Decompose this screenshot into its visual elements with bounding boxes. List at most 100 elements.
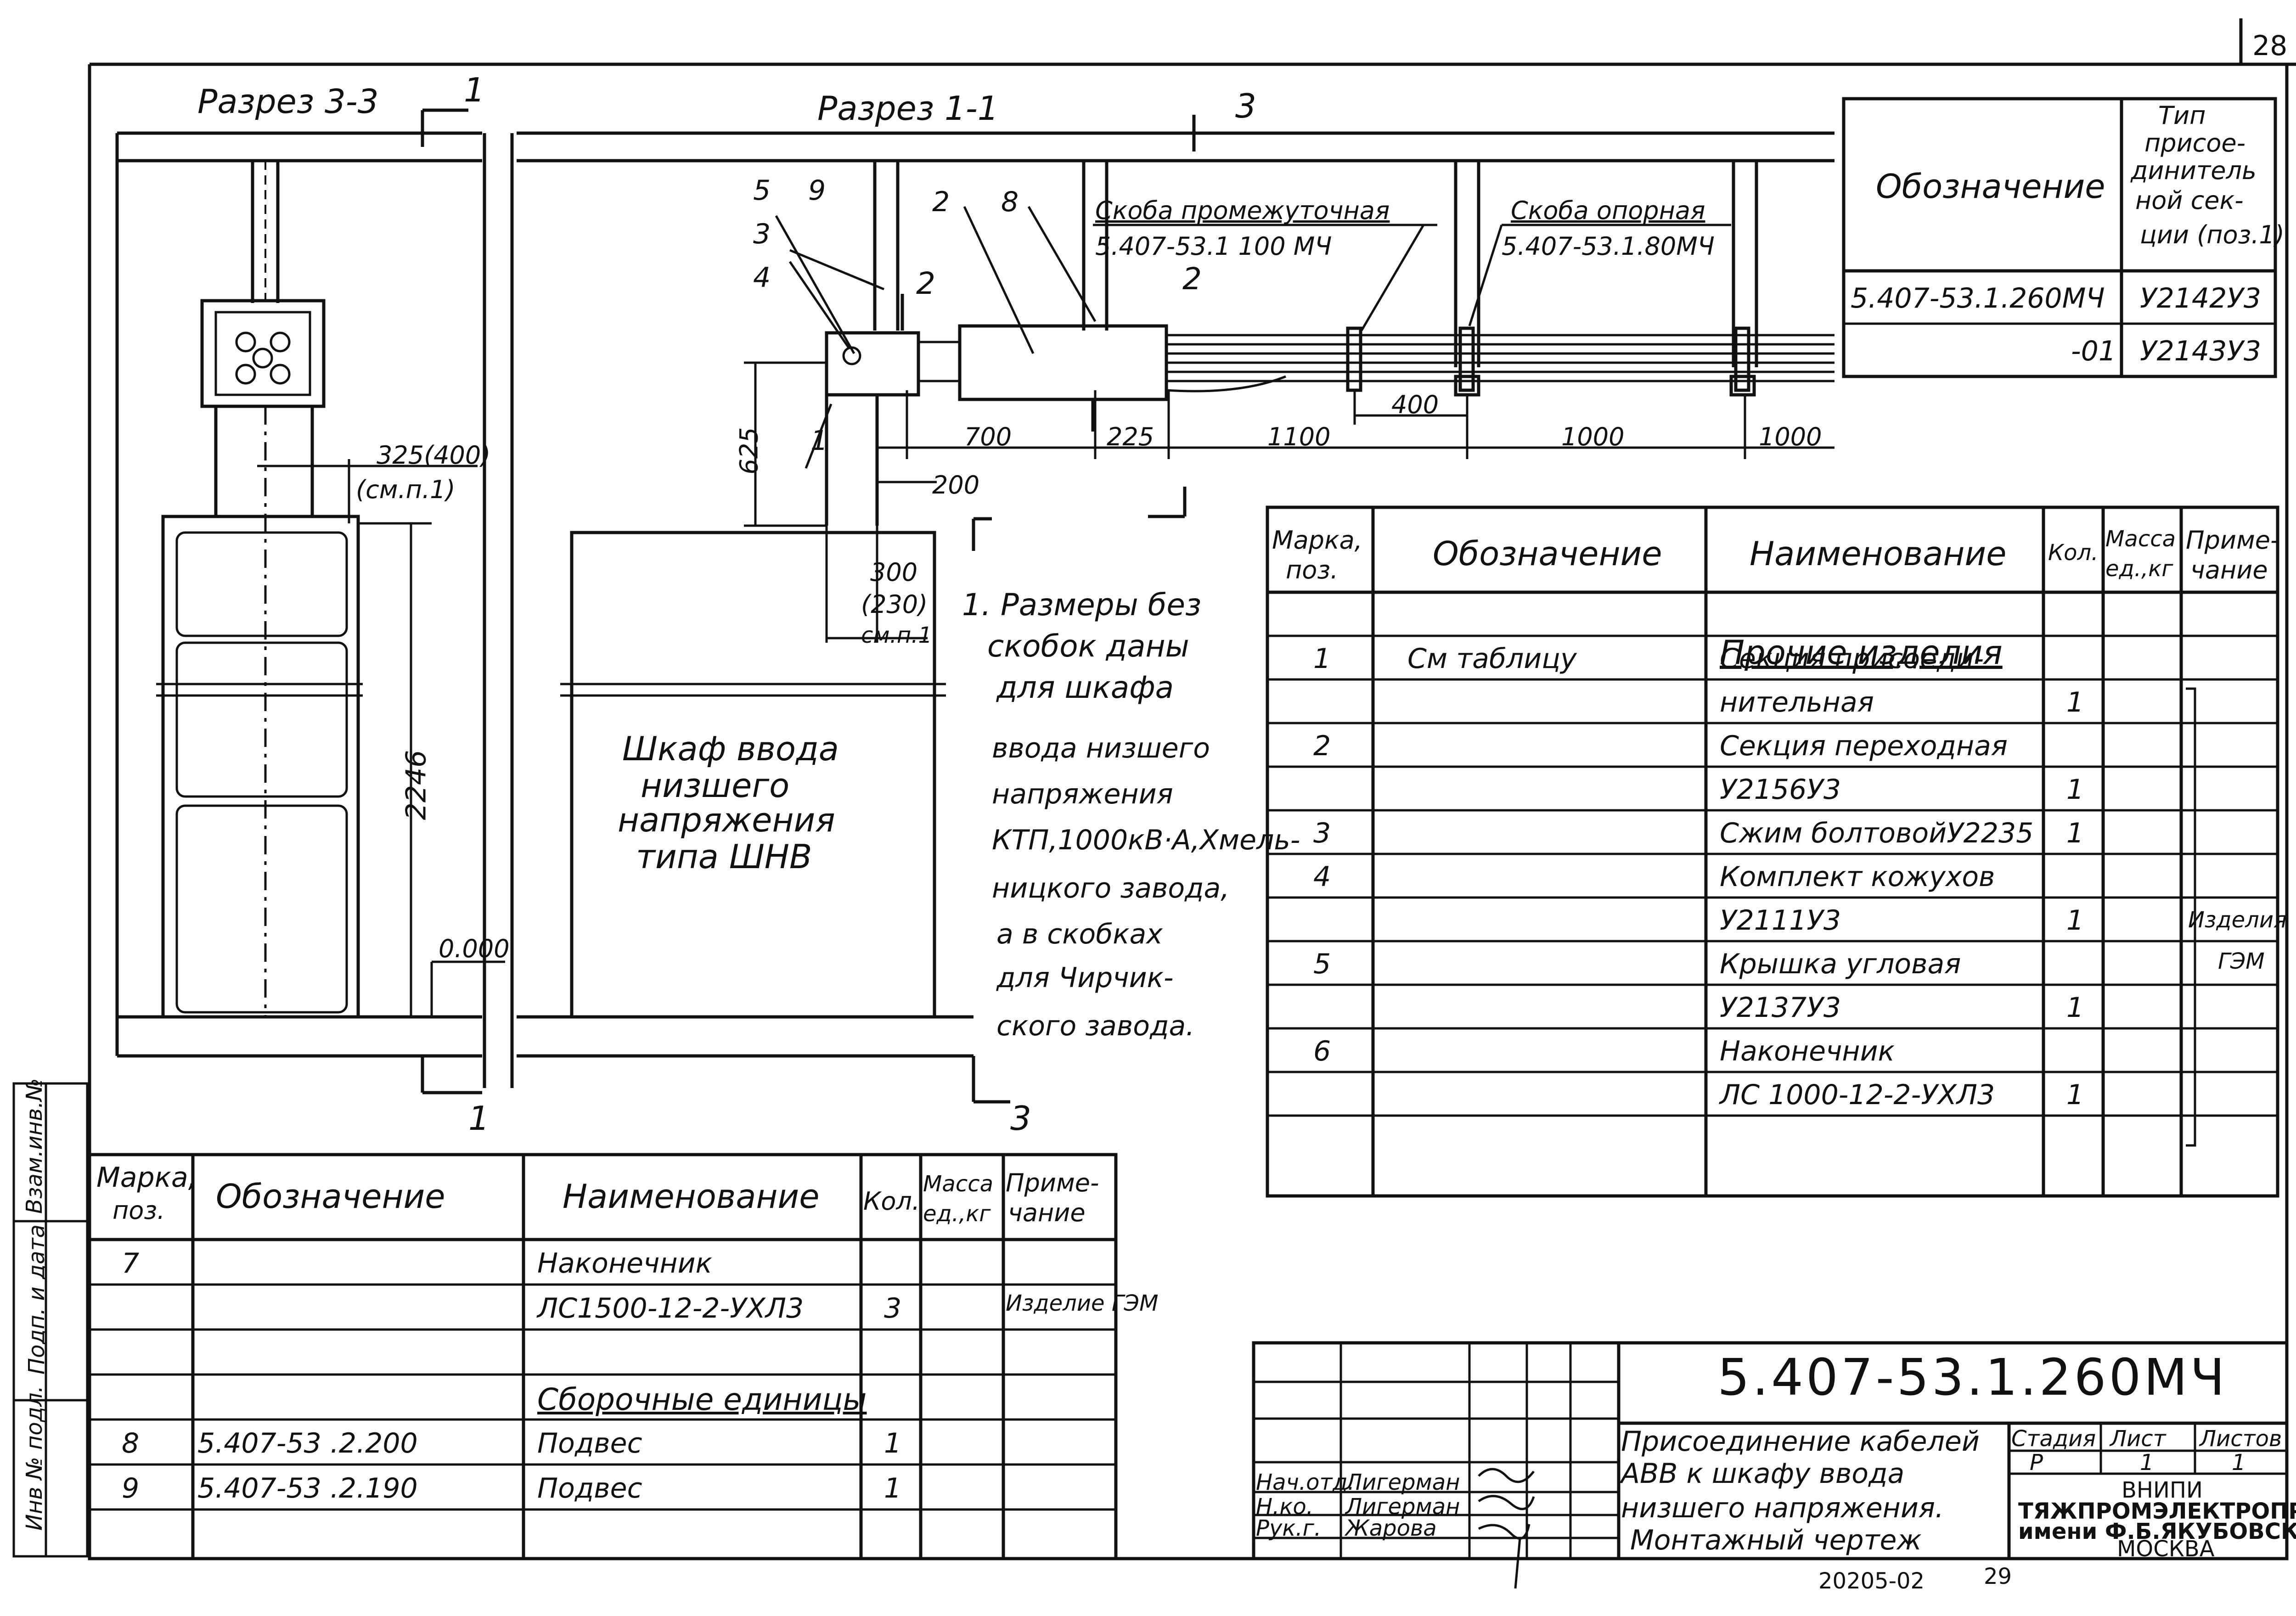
- spec-right-name: ЛС 1000-12-2-УХЛ3: [1720, 1079, 1995, 1111]
- spec-left-name: Наконечник: [537, 1247, 712, 1279]
- spec-right-qty: 1: [2066, 774, 2084, 806]
- pos-4: 4: [753, 262, 771, 294]
- footer-page: 29: [1984, 1564, 2012, 1589]
- doc-code: 5.407-53.1.260МЧ: [1717, 1348, 2228, 1407]
- spec-right-h-note-2: чание: [2190, 556, 2268, 584]
- spec-left-h-note-1: Приме-: [1006, 1168, 1099, 1197]
- spec-right-name: Секция переходная: [1720, 730, 2008, 762]
- note-line-5: напряжения: [992, 778, 1173, 810]
- note-line-3: для шкафа: [996, 670, 1174, 705]
- section-3-3-title: Разрез 3-3: [197, 82, 379, 121]
- title-block-frame: [1252, 1341, 2289, 1589]
- sheets-value: 1: [2232, 1450, 2246, 1476]
- type-table-header-r1: Тип: [2158, 101, 2206, 130]
- title-line-2: АВВ к шкафу ввода: [1621, 1458, 1905, 1490]
- cabinet-label-3: напряжения: [618, 801, 835, 839]
- spec-right-h-pos-1: Марка,: [1272, 526, 1362, 555]
- org-line-3: имени Ф.Б.ЯКУБОВСКОГО: [2018, 1519, 2296, 1544]
- org-line-4: МОСКВА: [2117, 1536, 2215, 1562]
- pos-2: 2: [932, 186, 950, 218]
- spec-left-name: Подвес: [537, 1427, 642, 1459]
- spec-left-h-name: Наименование: [563, 1177, 820, 1216]
- org-line-2: ТЯЖПРОМЭЛЕКТРОПРОЕКТ: [2018, 1498, 2296, 1524]
- dim-2246: 2246: [400, 750, 433, 820]
- spec-right-name: Секция присоеди-: [1720, 643, 1984, 675]
- spec-left-pos: 8: [122, 1427, 140, 1459]
- org-line-1: ВНИПИ: [2122, 1477, 2203, 1503]
- spec-right-name: У2156У3: [1720, 774, 1841, 806]
- dim-1000-a: 1000: [1561, 422, 1625, 451]
- spec-left-h-pos-2: поз.: [113, 1196, 165, 1225]
- spec-left-h-pos-1: Марка,: [96, 1162, 197, 1194]
- spec-right-h-designation: Обозначение: [1433, 534, 1662, 573]
- spec-left-name: ЛС1500-12-2-УХЛ3: [537, 1292, 804, 1324]
- title-line-1: Присоединение кабелей: [1621, 1425, 1980, 1458]
- side-stamp-inv-orig: Инв № подл.: [22, 1386, 47, 1531]
- spec-left-name: Сборочные единицы: [537, 1382, 867, 1417]
- spec-right-h-mass-1: Масса: [2105, 526, 2176, 552]
- note-line-6: КТП,1000кВ·А,Хмель-: [992, 824, 1300, 856]
- spec-right-h-pos-2: поз.: [1286, 556, 1339, 584]
- spec-right-h-note-1: Приме-: [2186, 526, 2279, 555]
- pos-1: 1: [810, 425, 828, 457]
- dim-cm-p1: (см.п.1): [356, 475, 456, 504]
- cabinet-label-2: низшего: [641, 766, 790, 805]
- section-3-3-view: [115, 108, 514, 1094]
- dim-0000: 0.000: [439, 934, 510, 963]
- sign-name-1: Лигерман: [1345, 1470, 1460, 1495]
- spec-right-row-lines: [1267, 634, 2278, 1117]
- spec-right-note-group-1: Изделия: [2188, 907, 2287, 933]
- side-stamp-sign-date: Подп. и дата: [24, 1224, 50, 1375]
- spec-right-note-group-2: ГЭМ: [2218, 948, 2265, 974]
- section-3-3-marker: 1: [464, 71, 485, 109]
- spec-right-name: Наконечник: [1720, 1035, 1895, 1067]
- type-table-header-left: Обозначение: [1876, 167, 2105, 206]
- spec-right-pos: 6: [1313, 1035, 1331, 1067]
- spec-left-designation: 5.407-53 .2.200: [197, 1427, 418, 1459]
- type-table-header-r3: динитель: [2131, 156, 2257, 185]
- spec-right-name: Комплект кожухов: [1720, 861, 1995, 893]
- sheets-label: Листов: [2200, 1426, 2282, 1452]
- spec-right-name: нительная: [1720, 686, 1874, 718]
- section-1-1-view: [517, 115, 1835, 1104]
- spec-right-frame: [1266, 505, 2279, 1198]
- side-stamp: [12, 1082, 89, 1558]
- note-line-9: для Чирчик-: [996, 962, 1174, 994]
- type-row-1-designation: 5.407-53.1.260МЧ: [1851, 282, 2105, 314]
- sheet-value: 1: [2140, 1450, 2154, 1476]
- scoba-support-code: 5.407-53.1.80МЧ: [1502, 232, 1715, 261]
- spec-left-pos: 7: [122, 1247, 140, 1279]
- dim-625: 625: [734, 427, 764, 475]
- dim-1000-b: 1000: [1759, 422, 1822, 451]
- dim-230: (230): [861, 590, 928, 619]
- spec-right-name: Сжим болтовойУ2235: [1720, 817, 2034, 849]
- spec-right-qty: 1: [2066, 904, 2084, 937]
- cabinet-label-1: Шкаф ввода: [622, 729, 839, 768]
- pos-9: 9: [808, 174, 826, 207]
- title-line-4: Монтажный чертеж: [1630, 1524, 1922, 1556]
- dim-400: 400: [1391, 390, 1439, 419]
- spec-left-name: Подвес: [537, 1472, 642, 1504]
- spec-right-pos: 1: [1313, 643, 1331, 675]
- spec-right-pos: 2: [1313, 730, 1331, 762]
- dim-cmp1-b: см.п.1: [861, 623, 933, 648]
- scoba-support-label: Скоба опорная: [1511, 196, 1705, 225]
- spec-left-frame: [88, 1153, 1118, 1560]
- spec-right-section-title: Прочие изделия: [1720, 633, 2003, 672]
- note-line-8: а в скобках: [996, 918, 1163, 950]
- dim-700: 700: [964, 422, 1012, 451]
- note-group-brace: [2186, 687, 2196, 1147]
- spec-left-qty: 3: [884, 1292, 902, 1324]
- sign-role-2: Н.ко.: [1256, 1494, 1313, 1520]
- spec-left-row-lines: [90, 1283, 1116, 1511]
- cabinet-label-4: типа ШНВ: [636, 837, 812, 876]
- note-line-1: 1. Размеры без: [962, 587, 1202, 623]
- spec-right-name: У2111У3: [1720, 904, 1841, 937]
- spec-right-name: У2137У3: [1720, 992, 1841, 1024]
- spec-right-pos: 4: [1313, 861, 1331, 893]
- spec-right-qty: 1: [2066, 1079, 2084, 1111]
- note-line-4: ввода низшего: [992, 732, 1210, 764]
- pos-5: 5: [753, 174, 771, 207]
- side-stamp-replaced-inv: Взам.инв.№: [22, 1078, 47, 1214]
